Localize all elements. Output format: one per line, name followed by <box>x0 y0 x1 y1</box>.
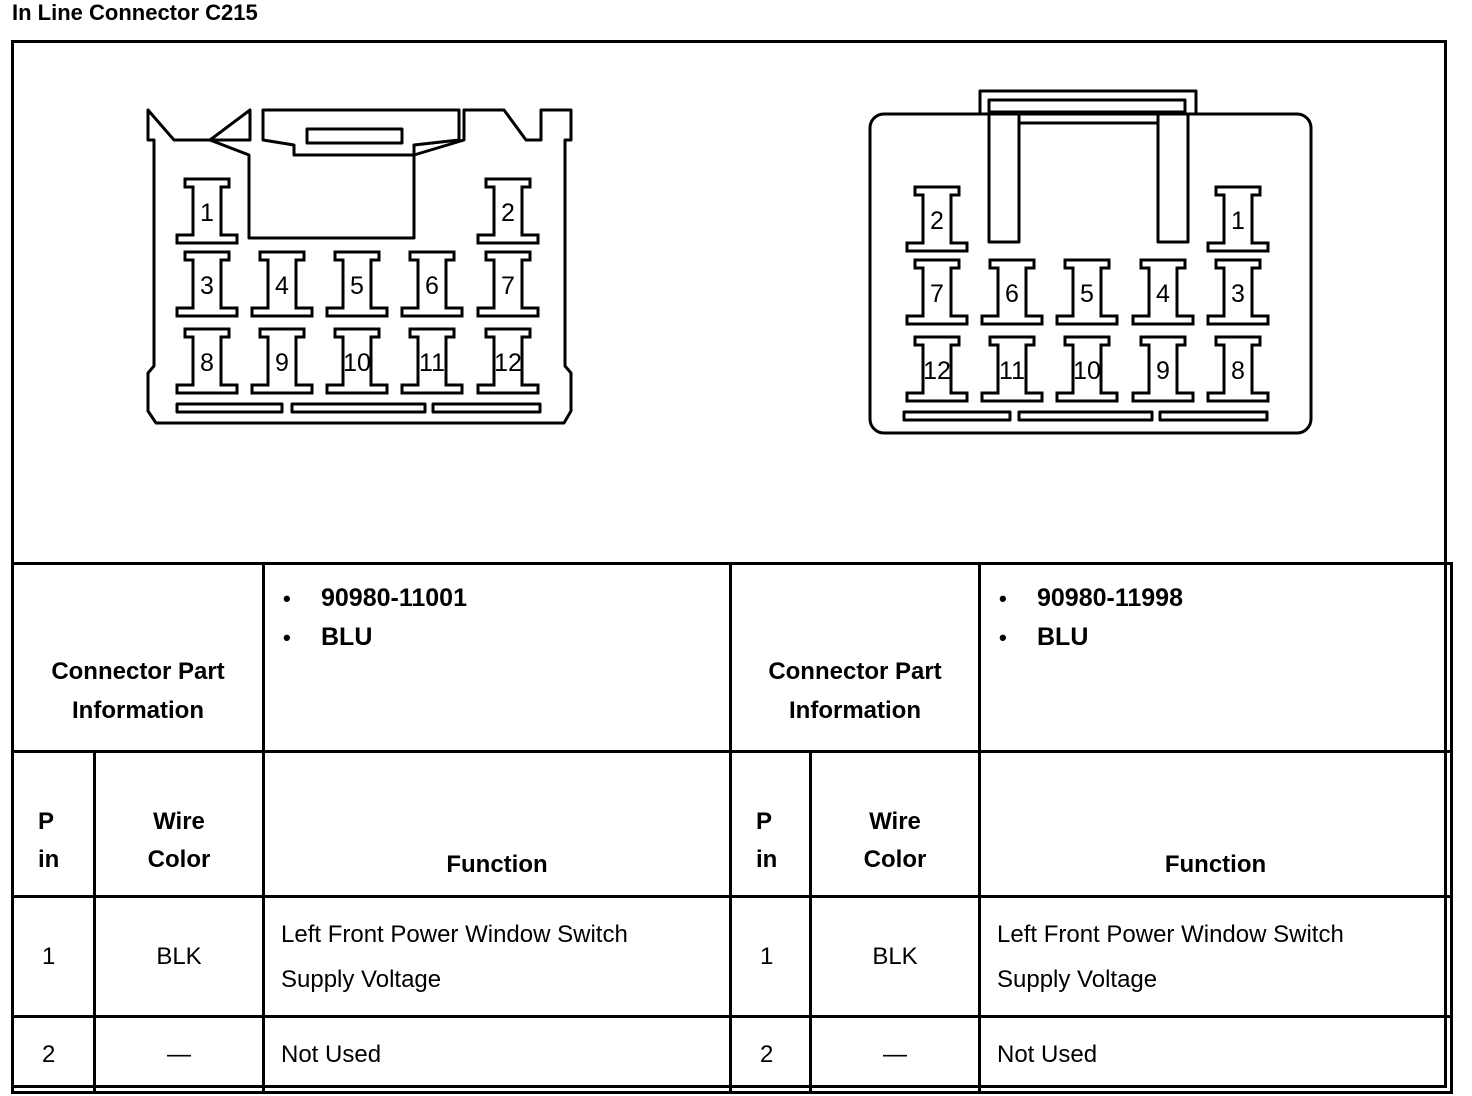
part-number: 90980-11001 <box>283 579 729 618</box>
pin-cavity-7: 7 <box>476 250 540 318</box>
pin-label: 11 <box>999 357 1025 385</box>
pin-cavity-5: 5 <box>1055 258 1119 326</box>
function-column-header: Function <box>978 750 1453 898</box>
pin-function: Not Used <box>978 1015 1453 1094</box>
pin-label: 6 <box>425 272 439 300</box>
pin-cavity-3: 3 <box>1206 258 1270 326</box>
pin-cavity-10: 10 <box>1055 335 1119 403</box>
pin-label: 7 <box>930 280 944 308</box>
pin-cavity-6: 6 <box>980 258 1044 326</box>
page-title: In Line Connector C215 <box>12 0 258 25</box>
pin-cavity-7: 7 <box>905 258 969 326</box>
pin-number: 1 <box>11 895 96 1018</box>
part-color: BLU <box>283 618 729 657</box>
pin-cavity-2: 2 <box>476 177 540 245</box>
part-number: 90980-11998 <box>999 579 1450 618</box>
pin-label: 12 <box>494 349 522 377</box>
pin-column-header: P in <box>729 750 812 898</box>
pin-cavity-4: 4 <box>250 250 314 318</box>
pin-label: 3 <box>200 272 214 300</box>
right-connector-latch <box>978 89 1198 114</box>
pin-column-header: P in <box>11 750 96 898</box>
wire-color-column-header: Wire Color <box>93 750 265 898</box>
pin-cavity-4: 4 <box>1131 258 1195 326</box>
pin-cavity-11: 11 <box>400 327 464 395</box>
connector-part-label-left: Connector Part Information <box>11 562 265 753</box>
pin-cavity-12: 12 <box>476 327 540 395</box>
pin-number: 2 <box>11 1015 96 1094</box>
pin-function: Not Used <box>262 1015 732 1094</box>
pin-function: Left Front Power Window Switch Supply Vo… <box>978 895 1453 1018</box>
pin-cavity-10: 10 <box>325 327 389 395</box>
pin-label: 3 <box>1231 280 1245 308</box>
right-connector-housing <box>868 112 1313 435</box>
connector-part-info-left: 90980-11001 BLU <box>262 562 732 753</box>
wire-color: BLK <box>809 895 981 1018</box>
pin-cavity-12: 12 <box>905 335 969 403</box>
pin-cavity-3: 3 <box>175 250 239 318</box>
left-connector-latch <box>261 108 461 157</box>
pin-cavity-1: 1 <box>175 177 239 245</box>
pin-label: 5 <box>350 272 364 300</box>
wire-color: BLK <box>93 895 265 1018</box>
pin-cavity-11: 11 <box>980 335 1044 403</box>
pin-label: 8 <box>1231 357 1245 385</box>
left-connector-housing <box>146 108 573 425</box>
pin-label: 11 <box>419 349 445 377</box>
pin-label: 8 <box>200 349 214 377</box>
pin-label: 1 <box>1231 207 1245 235</box>
connector-part-info-right: 90980-11998 BLU <box>978 562 1453 753</box>
table-row: 2 — Not Used 2 — Not Used <box>11 1015 1453 1094</box>
right-connector-pins: 2 1 7 6 5 4 3 12 11 10 9 8 <box>905 185 1270 403</box>
pin-label: 5 <box>1080 280 1094 308</box>
pin-number: 1 <box>729 895 812 1018</box>
pin-cavity-8: 8 <box>1206 335 1270 403</box>
connector-part-label-right: Connector Part Information <box>729 562 981 753</box>
wire-color-column-header: Wire Color <box>809 750 981 898</box>
pin-cavity-1: 1 <box>1206 185 1270 253</box>
wire-color: — <box>809 1015 981 1094</box>
pin-number: 2 <box>729 1015 812 1094</box>
pin-label: 9 <box>275 349 289 377</box>
part-color: BLU <box>999 618 1450 657</box>
pin-label: 4 <box>275 272 289 300</box>
pin-label: 7 <box>501 272 515 300</box>
function-column-header: Function <box>262 750 732 898</box>
pin-label: 1 <box>200 199 214 227</box>
pin-label: 10 <box>343 349 371 377</box>
pin-label: 2 <box>501 199 515 227</box>
pin-label: 4 <box>1156 280 1170 308</box>
pin-label: 10 <box>1073 357 1101 385</box>
pin-cavity-2: 2 <box>905 185 969 253</box>
pin-cavity-9: 9 <box>250 327 314 395</box>
wire-color: — <box>93 1015 265 1094</box>
pin-cavity-6: 6 <box>400 250 464 318</box>
pin-cavity-9: 9 <box>1131 335 1195 403</box>
pin-cavity-5: 5 <box>325 250 389 318</box>
table-row: 1 BLK Left Front Power Window Switch Sup… <box>11 895 1453 1018</box>
pin-label: 6 <box>1005 280 1019 308</box>
pinout-table: Connector Part Information 90980-11001 B… <box>11 562 1453 1094</box>
pin-label: 2 <box>930 207 944 235</box>
pin-cavity-8: 8 <box>175 327 239 395</box>
pin-label: 12 <box>923 357 951 385</box>
pin-label: 9 <box>1156 357 1170 385</box>
pin-function: Left Front Power Window Switch Supply Vo… <box>262 895 732 1018</box>
